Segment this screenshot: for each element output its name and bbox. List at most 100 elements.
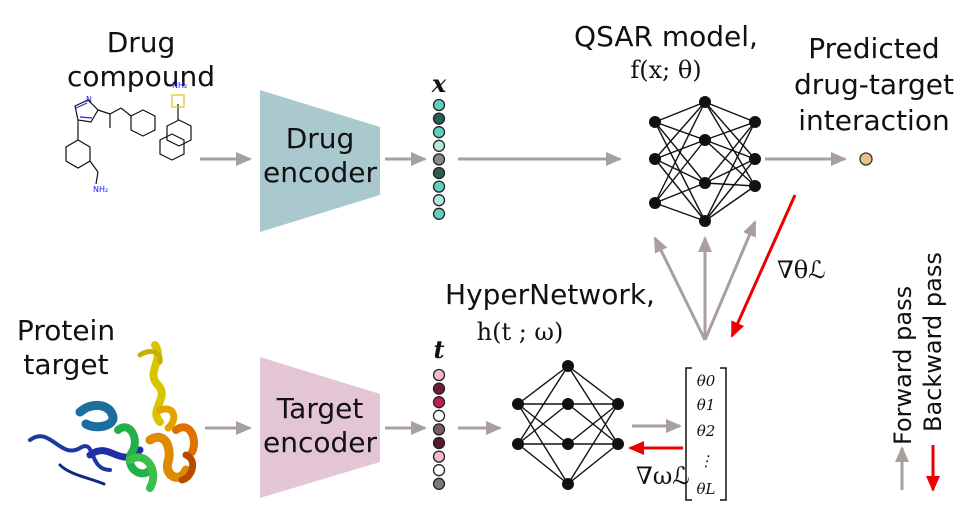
predicted-label-line3: interaction bbox=[798, 104, 949, 137]
legend-forward-pass-label: Forward pass bbox=[889, 286, 917, 445]
molecule-atom-nh2-bottom: NH₂ bbox=[93, 185, 108, 194]
theta-entry-0: θ0 bbox=[697, 372, 716, 390]
hypernetwork-title: HyperNetwork, bbox=[445, 278, 655, 311]
target-vector-element bbox=[432, 436, 446, 450]
drug-encoder-label-line2: encoder bbox=[263, 156, 377, 189]
hypernetwork-connection bbox=[517, 365, 569, 405]
target-vector-element bbox=[432, 450, 446, 463]
qsar-network-connection bbox=[704, 121, 756, 184]
predicted-label-line2: drug-target bbox=[794, 68, 954, 101]
qsar-network-node bbox=[699, 177, 711, 189]
qsar-network-node bbox=[699, 134, 711, 146]
qsar-network-connection bbox=[654, 101, 706, 123]
qsar-neural-network bbox=[649, 96, 761, 227]
protein-target-label-line2: target bbox=[23, 348, 108, 381]
drug-vector-element bbox=[432, 207, 446, 220]
drug-vector-element bbox=[432, 112, 446, 125]
predicted-label-line1: Predicted bbox=[808, 32, 939, 65]
target-vector-element bbox=[432, 396, 446, 409]
qsar-network-connection bbox=[654, 182, 706, 204]
qsar-network-connection bbox=[704, 139, 756, 160]
hypernetwork-node bbox=[612, 398, 624, 410]
target-vector-element bbox=[432, 464, 446, 477]
drug-encoder-block bbox=[260, 90, 380, 232]
target-vector-element bbox=[432, 423, 446, 436]
qsar-network-node bbox=[649, 153, 661, 165]
hypernetwork-connection bbox=[567, 365, 619, 405]
qsar-network-node bbox=[699, 215, 711, 227]
hypernetwork-connection bbox=[517, 443, 569, 485]
qsar-network-connection bbox=[704, 121, 756, 222]
drug-vector-element bbox=[432, 166, 446, 180]
drug-vector-element bbox=[432, 126, 446, 139]
qsar-network-connection bbox=[704, 121, 756, 141]
drug-vector-element bbox=[432, 153, 446, 166]
drug-vector-element bbox=[432, 139, 446, 152]
qsar-network-node bbox=[649, 197, 661, 209]
hypernetwork-node bbox=[562, 478, 574, 490]
qsar-network-connection bbox=[704, 101, 756, 123]
target-vector-element bbox=[432, 368, 446, 382]
x-vector-label: x bbox=[431, 69, 447, 98]
theta-entry-2: θ2 bbox=[697, 422, 716, 440]
hypernetwork-connection bbox=[567, 365, 619, 445]
qsar-network-node bbox=[649, 116, 661, 128]
hypernetwork-function-label: h(t ; ω) bbox=[477, 318, 564, 346]
molecule-atom-n1: N bbox=[86, 95, 92, 104]
qsar-network-node bbox=[749, 116, 761, 128]
qsar-network-connection bbox=[704, 101, 756, 187]
qsar-network-connection bbox=[654, 139, 706, 160]
drug-vector-element bbox=[432, 180, 446, 193]
protein-target-label-line1: Protein bbox=[17, 314, 115, 347]
qsar-network-connection bbox=[704, 182, 756, 187]
theta-parameter-vector: θ0 θ1 θ2 ⋮ θL bbox=[685, 367, 727, 501]
qsar-network-connection bbox=[704, 158, 756, 222]
drug-encoder-label-line1: Drug bbox=[286, 122, 355, 155]
hypernetwork-node bbox=[612, 438, 624, 450]
qsar-network-node bbox=[749, 180, 761, 192]
hypernetwork-connection bbox=[517, 403, 569, 445]
qsar-network-connection bbox=[654, 101, 706, 204]
drug-vector-element bbox=[432, 98, 446, 112]
qsar-network-node bbox=[699, 96, 711, 108]
target-vector-element bbox=[432, 382, 446, 395]
target-vector-element bbox=[432, 409, 446, 422]
legend-backward-pass-label: Backward pass bbox=[919, 252, 947, 432]
hypernetwork-node bbox=[562, 438, 574, 450]
theta-entry-1: θ1 bbox=[697, 396, 716, 414]
hypernetwork-connection bbox=[517, 365, 569, 445]
grad-omega-label: ∇ωℒ bbox=[636, 462, 690, 490]
forward-arrows-theta-to-qsar bbox=[653, 220, 757, 341]
drug-embedding-vector bbox=[432, 98, 446, 220]
hypernetwork-connection bbox=[567, 403, 619, 485]
protein-structure-image bbox=[28, 341, 198, 492]
hypernetwork-node bbox=[512, 398, 524, 410]
hypernetwork-node bbox=[512, 438, 524, 450]
theta-entry-L: θL bbox=[697, 480, 716, 498]
molecule-atom-nh2: NH₂ bbox=[172, 81, 187, 90]
backward-arrow-grad-theta bbox=[730, 194, 797, 338]
grad-theta-label: ∇θℒ bbox=[777, 256, 826, 284]
hypernetwork-node bbox=[562, 398, 574, 410]
drug-compound-label-line2: compound bbox=[67, 60, 215, 93]
target-encoder-label-line1: Target bbox=[276, 392, 364, 425]
hypernetwork-node bbox=[562, 360, 574, 372]
qsar-function-label: f(x; θ) bbox=[630, 56, 701, 84]
hypernetwork-connection bbox=[567, 403, 619, 445]
qsar-network-node bbox=[749, 153, 761, 165]
target-encoder-block bbox=[260, 357, 380, 498]
target-encoder-label-line2: encoder bbox=[263, 426, 377, 459]
theta-entry-dots: ⋮ bbox=[699, 452, 714, 470]
qsar-network-connection bbox=[654, 158, 706, 222]
qsar-network-connection bbox=[654, 101, 706, 160]
drug-molecule-image bbox=[65, 94, 192, 185]
prediction-output-node bbox=[859, 152, 873, 166]
qsar-model-title: QSAR model, bbox=[574, 20, 758, 53]
qsar-network-connection bbox=[704, 185, 756, 222]
drug-vector-element bbox=[432, 194, 446, 207]
target-vector-element bbox=[432, 477, 446, 490]
hypernetwork-neural-network bbox=[512, 360, 624, 490]
drug-compound-label-line1: Drug bbox=[107, 26, 176, 59]
qsar-network-connection bbox=[654, 202, 706, 222]
